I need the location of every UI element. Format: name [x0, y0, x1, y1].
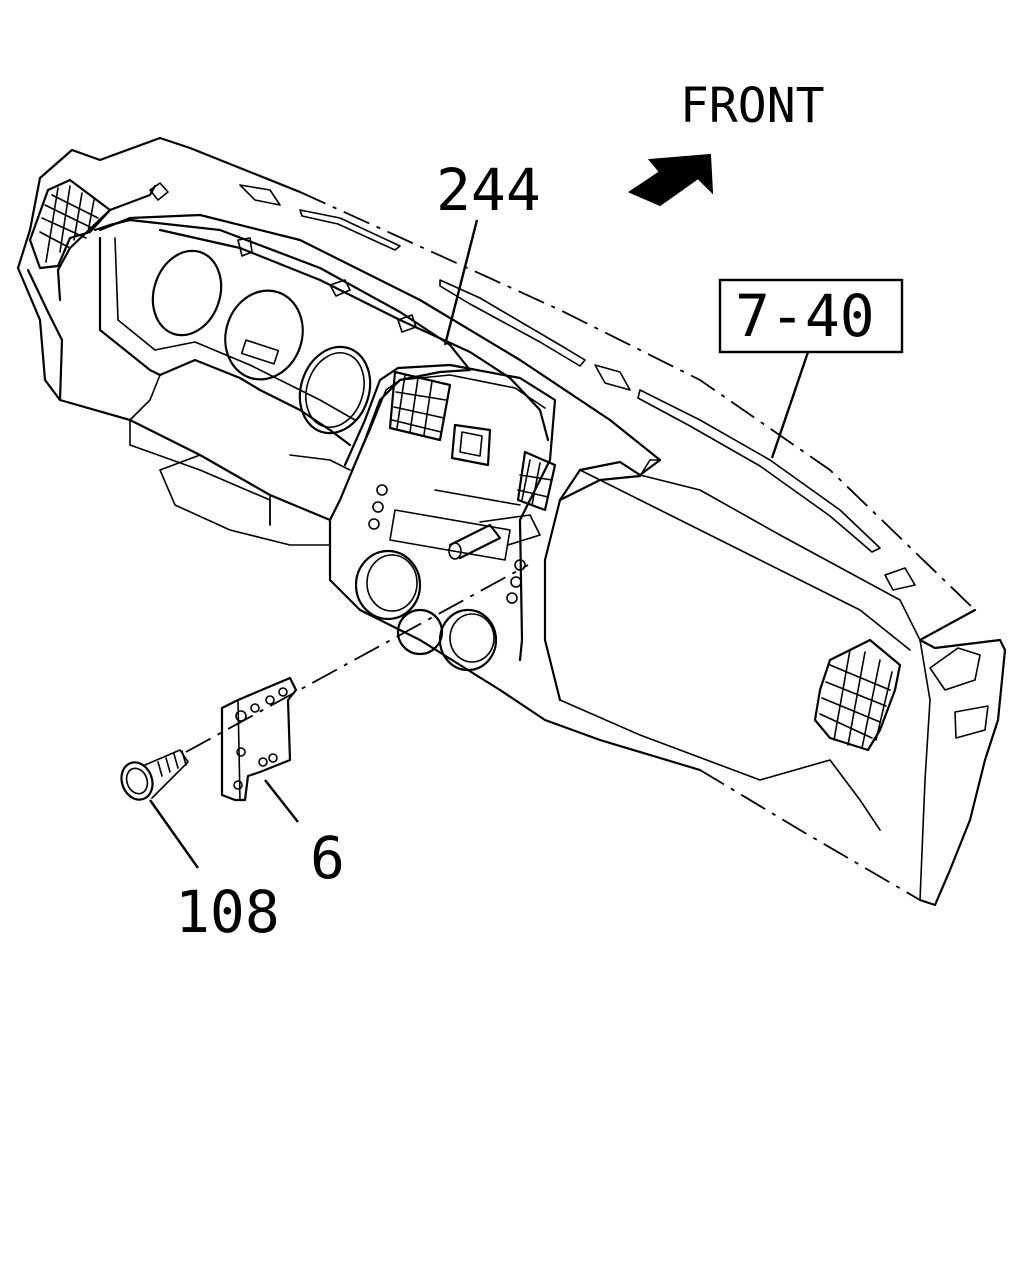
screw-part: [120, 749, 189, 801]
leader-244: [443, 219, 479, 346]
callout-7-40: 7-40: [735, 282, 875, 350]
assembly-centerline: [185, 564, 529, 753]
leader-108: [149, 799, 199, 869]
callout-108: 108: [175, 878, 280, 946]
front-arrow-icon: [627, 153, 714, 207]
bracket-part: [220, 676, 298, 802]
instrument-panel: [16, 136, 1007, 907]
callout-6: 6: [310, 824, 345, 892]
leader-6: [264, 779, 299, 823]
front-label: FRONT: [680, 78, 825, 134]
reference-box: [718, 278, 904, 354]
callout-244: 244: [436, 156, 541, 224]
leader-7-40: [770, 351, 810, 459]
